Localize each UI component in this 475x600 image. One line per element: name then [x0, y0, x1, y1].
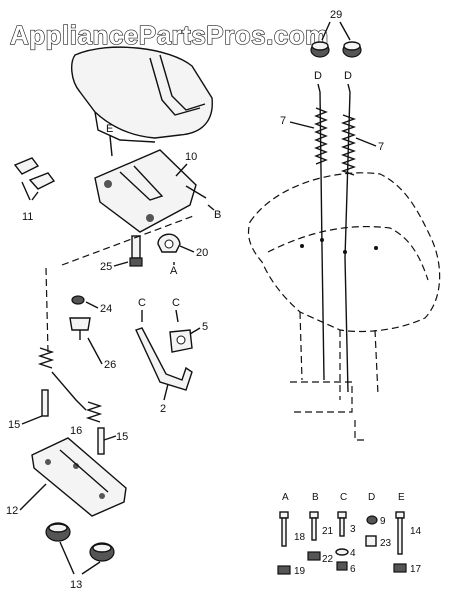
callout-24: 24	[100, 303, 112, 315]
legend-d: D	[368, 492, 375, 503]
callout-16: 16	[70, 425, 82, 437]
legend-b: B	[312, 492, 319, 503]
legend-4: 4	[350, 548, 356, 559]
legend-22: 22	[322, 554, 334, 565]
callout-25: 25	[100, 261, 112, 273]
bolt	[129, 235, 143, 267]
control-rods	[314, 91, 357, 259]
legend-23: 23	[380, 538, 392, 549]
bushings	[45, 522, 115, 575]
callout-7-left: 7	[280, 115, 286, 127]
springs-and-pins	[37, 347, 105, 455]
seat-cover	[71, 46, 213, 143]
fender-body	[247, 172, 441, 441]
legend-6: 6	[350, 564, 356, 575]
callout-10: 10	[185, 151, 197, 163]
hardware-legend: A B C D E 18 19 21 22 3 4 6 9 23 14	[277, 492, 422, 577]
callout-12: 12	[6, 505, 18, 517]
legend-18: 18	[294, 532, 306, 543]
legend-19: 19	[294, 566, 306, 577]
pivot-bracket	[169, 329, 193, 353]
callout-15-right: 15	[116, 431, 128, 443]
callout-13: 13	[70, 579, 82, 591]
callout-e: E	[106, 123, 113, 135]
callout-5: 5	[202, 321, 208, 333]
base-plate	[31, 437, 127, 517]
callout-b: B	[214, 209, 221, 221]
callout-c-left: C	[138, 297, 146, 309]
nut-and-clip	[69, 295, 91, 340]
callout-7-right: 7	[378, 141, 384, 153]
legend-21: 21	[322, 526, 334, 537]
legend-a: A	[282, 492, 289, 503]
legend-14: 14	[410, 526, 422, 537]
pads	[13, 157, 56, 201]
legend-17: 17	[410, 564, 422, 575]
legend-c: C	[340, 492, 347, 503]
bracket-clip	[157, 233, 181, 253]
callout-11: 11	[22, 211, 33, 223]
callout-29: 29	[330, 9, 342, 21]
shift-lever	[135, 327, 193, 391]
callout-15-left: 15	[8, 419, 20, 431]
legend-3: 3	[350, 524, 356, 535]
callout-2: 2	[160, 403, 166, 415]
callout-20: 20	[196, 247, 208, 259]
legend-9: 9	[380, 516, 386, 527]
legend-e: E	[398, 492, 405, 503]
watermark: AppliancePartsPros.com	[10, 20, 329, 50]
callout-d-right: D	[344, 70, 352, 82]
callout-26: 26	[104, 359, 116, 371]
callout-c-right: C	[172, 297, 180, 309]
callout-a: A	[170, 265, 178, 277]
callout-d-left: D	[314, 70, 322, 82]
shifter-plate	[94, 149, 207, 233]
knob-caps	[310, 21, 362, 58]
